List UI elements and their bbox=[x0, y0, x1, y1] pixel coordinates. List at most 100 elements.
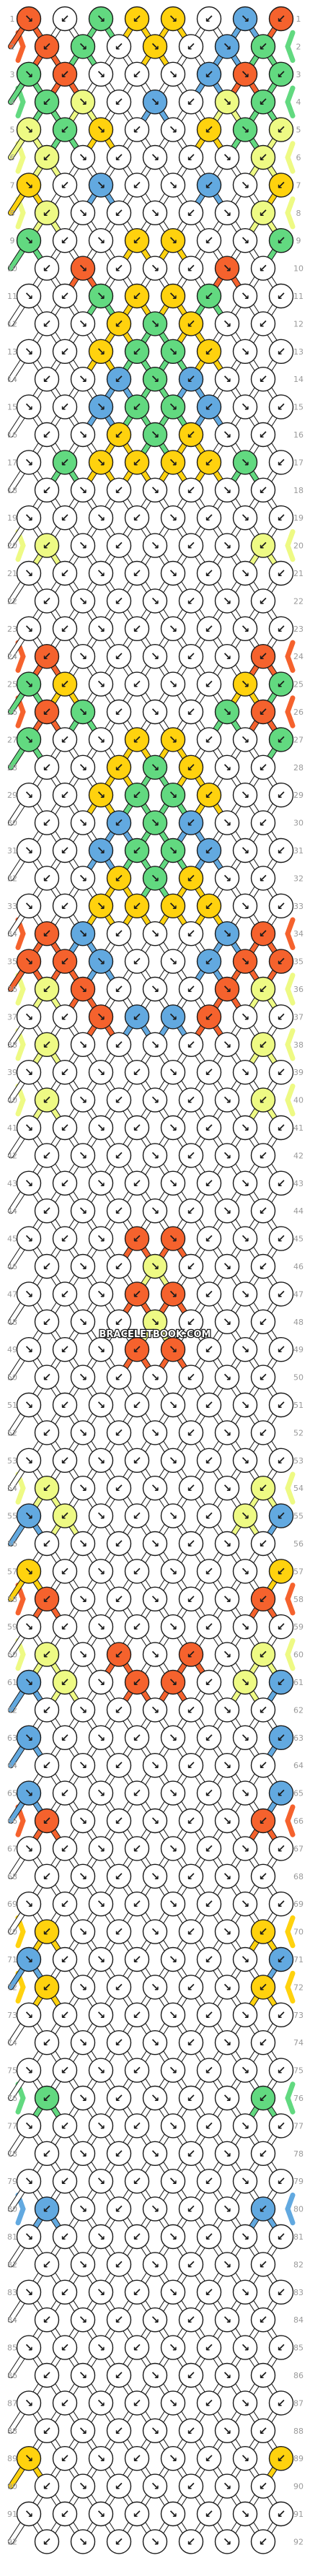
knot-arrow-icon: ↘ bbox=[151, 1371, 160, 1384]
knot-arrow-icon: ↙ bbox=[43, 1926, 52, 1938]
row-number-left: 51 bbox=[7, 1401, 17, 1410]
row-number-right: 59 bbox=[293, 1622, 304, 1632]
knot-arrow-icon: ↙ bbox=[205, 955, 214, 968]
knot-arrow-icon: ↘ bbox=[223, 1315, 232, 1328]
row-number-left: 60 bbox=[7, 1650, 17, 1660]
knot-arrow-icon: ↙ bbox=[43, 40, 52, 53]
row-number-left: 61 bbox=[7, 1678, 17, 1687]
knot-arrow-icon: ↘ bbox=[25, 68, 34, 81]
knot-arrow-icon: ↘ bbox=[169, 900, 178, 913]
knot-arrow-icon: ↙ bbox=[277, 2396, 286, 2409]
row-number-left: 66 bbox=[7, 1816, 17, 1826]
knot-arrow-icon: ↙ bbox=[61, 1731, 70, 1744]
knot-arrow-icon: ↙ bbox=[115, 927, 124, 940]
knot-arrow-icon: ↙ bbox=[205, 2341, 214, 2354]
knot-arrow-icon: ↙ bbox=[205, 2230, 214, 2243]
knot-arrow-icon: ↘ bbox=[241, 1510, 250, 1523]
row-number-left: 14 bbox=[7, 375, 17, 384]
knot-arrow-icon: ↘ bbox=[25, 844, 34, 857]
knot-arrow-icon: ↘ bbox=[97, 2230, 106, 2243]
knot-arrow-icon: ↙ bbox=[61, 1897, 70, 1910]
row-number-right: 53 bbox=[293, 1456, 304, 1466]
row-number-right: 80 bbox=[293, 2205, 304, 2214]
knot-arrow-icon: ↘ bbox=[169, 2286, 178, 2299]
row-number-left: 58 bbox=[7, 1595, 17, 1604]
knot-arrow-icon: ↙ bbox=[205, 2286, 214, 2299]
row-number-left: 21 bbox=[7, 569, 17, 578]
knot-arrow-icon: ↙ bbox=[43, 1870, 52, 1883]
knot-arrow-icon: ↙ bbox=[43, 2424, 52, 2437]
knot-arrow-icon: ↘ bbox=[169, 1565, 178, 1578]
row-number-right: 56 bbox=[293, 1539, 304, 1549]
knot-arrow-icon: ↘ bbox=[79, 539, 88, 552]
row-number-left: 59 bbox=[7, 1622, 17, 1632]
row-number-right: 2 bbox=[296, 42, 301, 51]
row-number-right: 38 bbox=[293, 1040, 304, 1050]
knot-arrow-icon: ↙ bbox=[277, 2341, 286, 2354]
knot-arrow-icon: ↙ bbox=[133, 678, 142, 691]
knot-arrow-icon: ↘ bbox=[97, 68, 106, 81]
knot-arrow-icon: ↙ bbox=[115, 650, 124, 663]
knot-arrow-icon: ↙ bbox=[115, 1926, 124, 1938]
knot-arrow-icon: ↘ bbox=[223, 2147, 232, 2160]
knot-arrow-icon: ↘ bbox=[97, 955, 106, 968]
knot-arrow-icon: ↘ bbox=[241, 900, 250, 913]
knot-arrow-icon: ↘ bbox=[241, 1731, 250, 1744]
knot-arrow-icon: ↘ bbox=[241, 2009, 250, 2022]
knot-arrow-icon: ↙ bbox=[133, 345, 142, 358]
knot-arrow-icon: ↙ bbox=[133, 1510, 142, 1523]
edge-thread-right bbox=[285, 1749, 296, 1782]
knot-arrow-icon: ↘ bbox=[241, 1565, 250, 1578]
knot-arrow-icon: ↘ bbox=[151, 1814, 160, 1827]
knot-arrow-icon: ↙ bbox=[61, 567, 70, 580]
knot-arrow-icon: ↙ bbox=[133, 12, 142, 25]
row-number-right: 48 bbox=[293, 1318, 304, 1327]
knot-arrow-icon: ↙ bbox=[277, 1787, 286, 1800]
row-number-right: 4 bbox=[296, 97, 301, 107]
row-number-left: 57 bbox=[7, 1567, 17, 1576]
knot-arrow-icon: ↘ bbox=[79, 761, 88, 774]
row-number-left: 56 bbox=[7, 1539, 17, 1549]
knot-arrow-icon: ↙ bbox=[277, 68, 286, 81]
knot-arrow-icon: ↙ bbox=[115, 1759, 124, 1772]
knot-arrow-icon: ↘ bbox=[169, 733, 178, 746]
knot-arrow-icon: ↙ bbox=[133, 733, 142, 746]
edge-thread-right bbox=[285, 1028, 296, 1061]
row-number-left: 35 bbox=[7, 957, 17, 967]
knot-arrow-icon: ↙ bbox=[259, 1260, 268, 1273]
edge-thread-right bbox=[285, 2081, 296, 2115]
knot-arrow-icon: ↘ bbox=[25, 345, 34, 358]
knot-arrow-icon: ↙ bbox=[259, 2313, 268, 2326]
knot-arrow-icon: ↘ bbox=[79, 1426, 88, 1439]
knot-arrow-icon: ↘ bbox=[25, 1953, 34, 1966]
knot-arrow-icon: ↘ bbox=[169, 1620, 178, 1633]
knot-arrow-icon: ↘ bbox=[79, 1870, 88, 1883]
knot-arrow-icon: ↘ bbox=[97, 2341, 106, 2354]
knot-arrow-icon: ↙ bbox=[61, 1953, 70, 1966]
knot-arrow-icon: ↙ bbox=[115, 705, 124, 718]
knot-arrow-icon: ↘ bbox=[169, 2009, 178, 2022]
knot-arrow-icon: ↙ bbox=[205, 844, 214, 857]
knot-arrow-icon: ↙ bbox=[277, 2507, 286, 2520]
row-number-right: 46 bbox=[293, 1262, 304, 1271]
knot-arrow-icon: ↙ bbox=[205, 1232, 214, 1245]
knot-arrow-icon: ↘ bbox=[79, 983, 88, 996]
knot-arrow-icon: ↙ bbox=[259, 2258, 268, 2271]
knot-arrow-icon: ↘ bbox=[169, 1842, 178, 1855]
knot-arrow-icon: ↙ bbox=[115, 1870, 124, 1883]
knot-arrow-icon: ↙ bbox=[277, 1398, 286, 1411]
knot-arrow-icon: ↘ bbox=[169, 456, 178, 469]
knot-arrow-icon: ↙ bbox=[187, 40, 196, 53]
edge-thread-right bbox=[285, 1693, 296, 1727]
edge-thread-right bbox=[285, 1250, 296, 1283]
knot-arrow-icon: ↘ bbox=[223, 1980, 232, 1993]
edge-thread-right bbox=[285, 751, 296, 784]
knot-arrow-icon: ↘ bbox=[151, 594, 160, 607]
knot-arrow-icon: ↘ bbox=[25, 1565, 34, 1578]
knot-arrow-icon: ↘ bbox=[151, 1593, 160, 1606]
row-number-left: 3 bbox=[10, 70, 15, 79]
knot-arrow-icon: ↙ bbox=[43, 705, 52, 718]
knot-arrow-icon: ↙ bbox=[205, 345, 214, 358]
knot-arrow-icon: ↙ bbox=[187, 705, 196, 718]
row-number-left: 86 bbox=[7, 2371, 17, 2380]
